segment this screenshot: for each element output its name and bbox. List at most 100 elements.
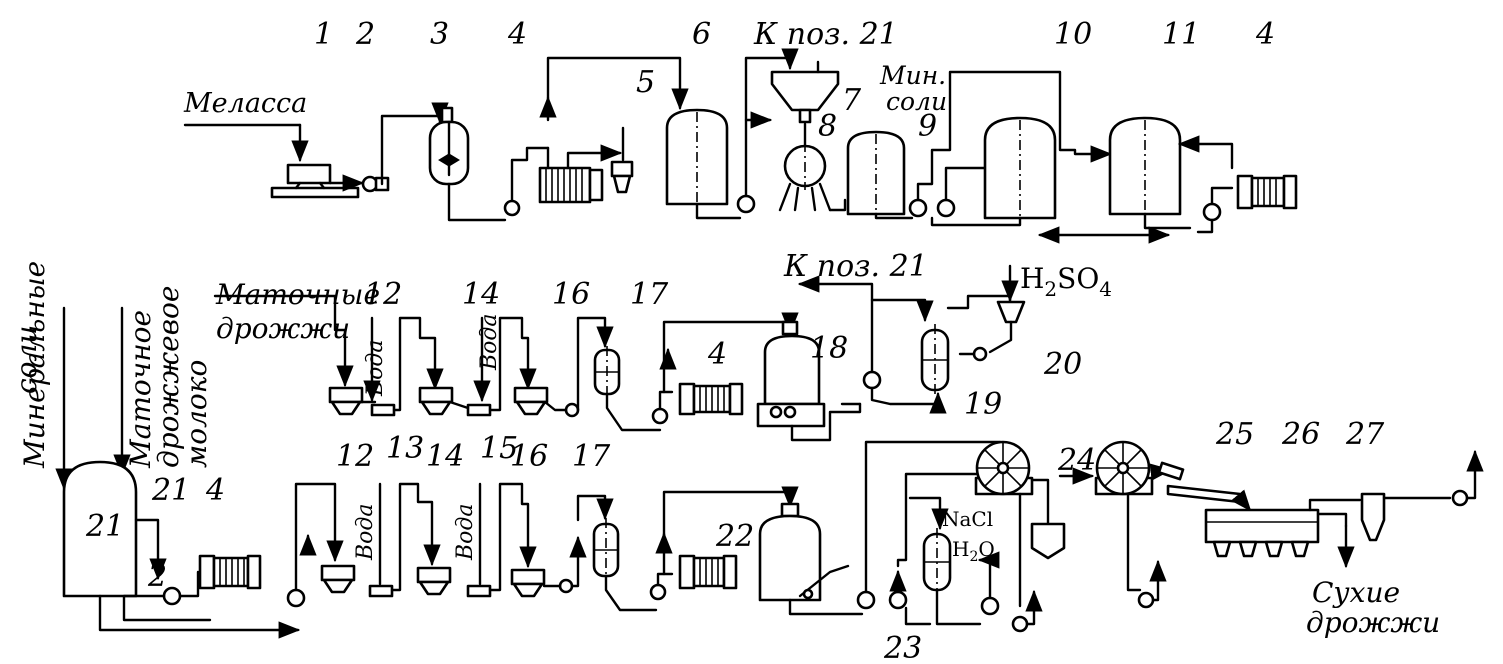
label-3: 3 xyxy=(430,17,449,52)
mixer-3 xyxy=(428,106,470,186)
pump-row3-a xyxy=(286,588,306,608)
hopper-7 xyxy=(770,70,840,124)
label-mineral-salts-2: соли xyxy=(10,326,43,394)
heat-exchanger-4a xyxy=(538,166,604,204)
label-14b: 14 xyxy=(426,439,464,474)
tank-16a xyxy=(513,386,549,416)
dosing-15 xyxy=(466,403,492,417)
label-min-salts-2: соли xyxy=(886,87,947,116)
label-2a: 2 xyxy=(355,17,375,52)
acid-dosing-20 xyxy=(996,300,1026,324)
label-14a: 14 xyxy=(462,277,500,312)
pump-row1-c xyxy=(908,198,928,218)
label-yeast-milk-3: молоко xyxy=(180,360,213,468)
pump-row3-f xyxy=(1011,615,1029,633)
tank-9 xyxy=(846,130,906,216)
label-nacl: NaCl xyxy=(942,507,993,531)
label-21: 21 xyxy=(151,473,190,508)
label-13: 13 xyxy=(386,431,424,466)
label-5: 5 xyxy=(636,65,655,100)
label-16b: 16 xyxy=(510,439,548,474)
label-20: 20 xyxy=(1043,347,1082,382)
pump-row1-d xyxy=(936,198,956,218)
label-25: 25 xyxy=(1215,417,1254,452)
tank-6 xyxy=(665,108,729,206)
heat-exchanger-4e xyxy=(678,554,738,590)
heat-exchanger-4c xyxy=(678,382,744,416)
label-h2so4: H2SO4 xyxy=(1020,262,1112,301)
pump-row3-e xyxy=(980,596,1000,616)
label-4a: 4 xyxy=(507,17,527,52)
washer-23 xyxy=(922,528,952,594)
dosing-13 xyxy=(370,403,396,417)
label-4c: 4 xyxy=(707,337,727,372)
label-6: 6 xyxy=(692,17,711,52)
label-4d: 4 xyxy=(205,473,225,508)
pump-5 xyxy=(610,160,634,194)
separator-8 xyxy=(778,142,832,212)
tank-12b xyxy=(320,564,356,594)
label-12a: 12 xyxy=(364,277,402,312)
heat-exchanger-4b xyxy=(1236,174,1298,210)
label-23: 23 xyxy=(883,631,922,664)
label-mother-yeast-2: дрожжи xyxy=(216,312,350,345)
label-to-pos21-top: К поз. 21 xyxy=(753,17,898,52)
valve-row2-b xyxy=(972,346,988,362)
label-to-pos21-mid: К поз. 21 xyxy=(783,249,928,284)
label-18: 18 xyxy=(810,331,848,366)
label-22: 22 xyxy=(715,519,754,554)
label-dry-yeast-1: Сухие xyxy=(1312,576,1400,609)
label-21-in-tank: 21 xyxy=(85,509,124,544)
label-11: 11 xyxy=(1162,17,1200,52)
dryer-26 xyxy=(1204,508,1320,558)
conveyor-25 xyxy=(1157,461,1242,504)
label-molasses: Меласса xyxy=(183,88,307,119)
label-h2o: H2O xyxy=(952,537,995,565)
fermenter-22 xyxy=(758,502,850,602)
label-27: 27 xyxy=(1345,417,1385,452)
pump-row3-c xyxy=(856,590,876,610)
pump-row1-a xyxy=(503,199,521,217)
label-min-salts-1: Мин. xyxy=(879,61,946,90)
drum-filter-24a xyxy=(974,440,1034,496)
fan-27 xyxy=(1451,489,1469,507)
label-12b: 12 xyxy=(336,439,374,474)
label-9: 9 xyxy=(918,109,937,144)
label-water-3: Вода xyxy=(353,504,378,561)
pump-row1-e xyxy=(1202,202,1222,222)
tank-16b xyxy=(510,568,546,598)
label-24: 24 xyxy=(1057,443,1096,478)
label-water-1: Вода xyxy=(363,340,388,397)
label-17b: 17 xyxy=(572,439,611,474)
label-yeast-milk-2: дрожжевое xyxy=(152,286,185,468)
label-1: 1 xyxy=(314,17,333,52)
weigher-1 xyxy=(270,163,360,199)
pump-row3-b xyxy=(649,583,667,601)
label-17a: 17 xyxy=(630,277,669,312)
filter-17b xyxy=(592,518,620,582)
tank-11 xyxy=(1108,116,1182,216)
label-2b: 2 xyxy=(147,559,167,594)
label-water-2: Вода xyxy=(477,314,502,371)
heat-exchanger-4d xyxy=(198,554,262,590)
tank-14a xyxy=(418,386,454,416)
label-15: 15 xyxy=(480,431,518,466)
drum-filter-24b xyxy=(1094,440,1154,496)
label-10: 10 xyxy=(1054,17,1092,52)
label-19: 19 xyxy=(964,387,1002,422)
label-mother-yeast-1: Маточные xyxy=(215,278,380,311)
pump-2 xyxy=(361,175,390,193)
pump-row3-d xyxy=(888,590,908,610)
tank-14b xyxy=(416,566,452,596)
neutralizer-19 xyxy=(920,324,950,394)
dosing-row3-b xyxy=(466,584,492,598)
filter-17a xyxy=(593,346,621,398)
mother-yeast-tank-21 xyxy=(62,460,138,598)
tank-10 xyxy=(983,116,1057,220)
dosing-row3-a xyxy=(368,584,394,598)
label-water-4: Вода xyxy=(453,504,478,561)
collector-24 xyxy=(1030,522,1066,560)
label-mineral-salts-1: Минеральные xyxy=(18,261,51,469)
label-yeast-milk-1: Маточное xyxy=(124,310,157,469)
